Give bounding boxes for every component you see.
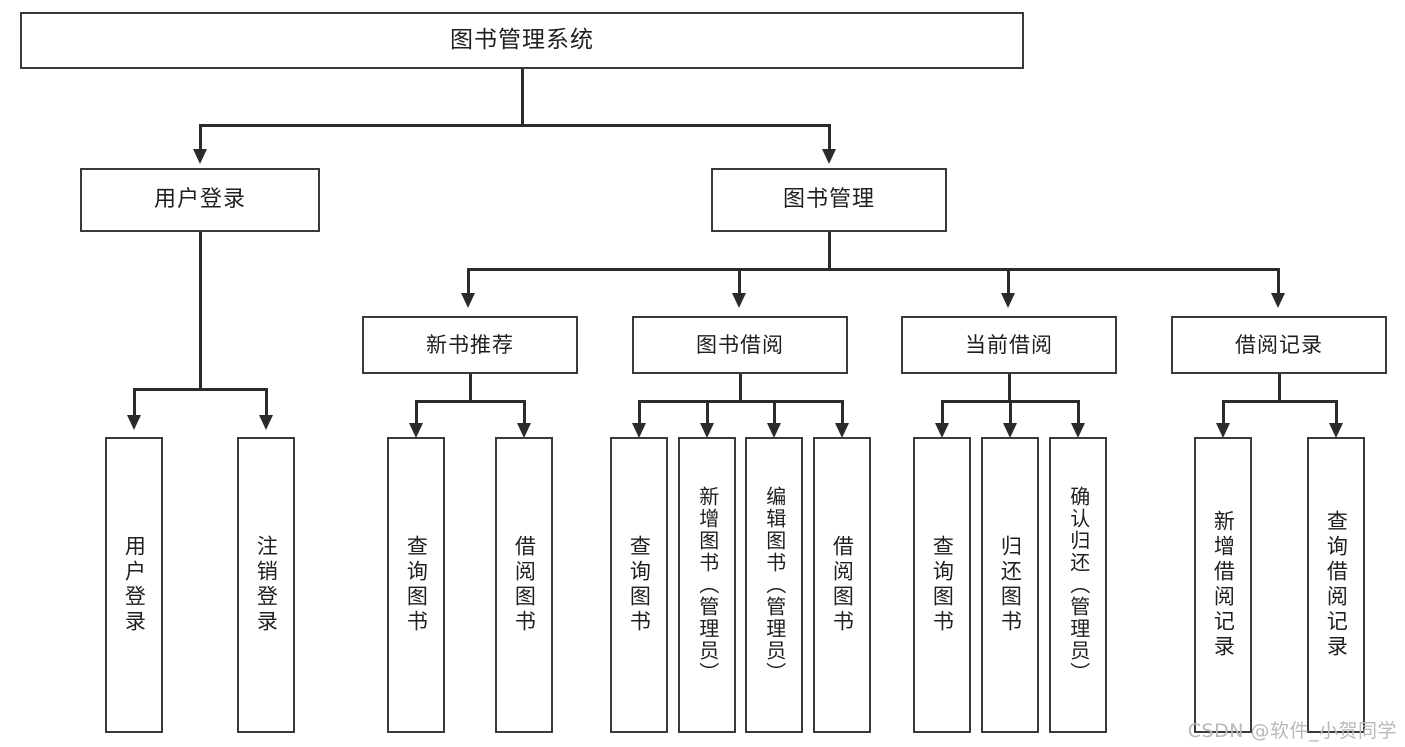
- arrow-to-leaf-edit-book: [767, 423, 781, 438]
- node-book-management[interactable]: 图书管理: [711, 168, 947, 232]
- node-root-book-management-system[interactable]: 图书管理系统: [20, 12, 1024, 69]
- node-label: 用户登录: [153, 187, 246, 213]
- leaf-borrow-book[interactable]: 借阅图书: [813, 437, 871, 733]
- node-label: 借阅图书: [830, 535, 855, 635]
- node-label: 确认归还（管理员）: [1066, 486, 1091, 684]
- connector-book-borrow-drop-2: [706, 400, 709, 423]
- node-new-book-recommend[interactable]: 新书推荐: [362, 316, 578, 374]
- connector-new-book-drop-2: [523, 400, 526, 423]
- arrow-to-new-book-recommend: [461, 293, 475, 308]
- node-borrow-record[interactable]: 借阅记录: [1171, 316, 1387, 374]
- node-label: 新增图书（管理员）: [695, 486, 720, 684]
- connector-current-borrow-drop-2: [1009, 400, 1012, 423]
- arrow-to-borrow-record: [1271, 293, 1285, 308]
- connector-borrow-record-bus: [1222, 400, 1337, 403]
- connector-level2-drop-1: [467, 268, 470, 293]
- leaf-add-borrow-record[interactable]: 新增借阅记录: [1194, 437, 1252, 733]
- connector-new-book-bus: [415, 400, 525, 403]
- arrow-to-leaf-logout: [259, 415, 273, 430]
- leaf-return-book[interactable]: 归还图书: [981, 437, 1039, 733]
- node-book-borrow[interactable]: 图书借阅: [632, 316, 848, 374]
- node-label: 新书推荐: [426, 332, 514, 357]
- arrow-to-leaf-borrow-book-2: [835, 423, 849, 438]
- leaf-query-book-recommend[interactable]: 查询图书: [387, 437, 445, 733]
- connector-level2-drop-3: [1007, 268, 1010, 293]
- node-current-borrow[interactable]: 当前借阅: [901, 316, 1117, 374]
- connector-borrow-record-drop-1: [1222, 400, 1225, 423]
- arrow-to-leaf-add-book: [700, 423, 714, 438]
- node-label: 归还图书: [998, 535, 1023, 635]
- connector-user-login-stem: [199, 232, 202, 390]
- connector-level2-bus: [467, 268, 1279, 271]
- arrow-to-leaf-add-record: [1216, 423, 1230, 438]
- arrow-to-book-management: [822, 149, 836, 164]
- connector-book-borrow-drop-4: [841, 400, 844, 423]
- connector-new-book-drop-1: [415, 400, 418, 423]
- connector-new-book-stem: [469, 374, 472, 402]
- connector-book-management-stem: [828, 232, 831, 270]
- node-label: 当前借阅: [965, 332, 1053, 357]
- arrow-to-book-borrow: [732, 293, 746, 308]
- leaf-query-book-current[interactable]: 查询图书: [913, 437, 971, 733]
- arrow-to-leaf-query-book-3: [935, 423, 949, 438]
- connector-book-borrow-bus: [638, 400, 843, 403]
- connector-root-drop-left: [199, 124, 202, 149]
- connector-current-borrow-stem: [1008, 374, 1011, 402]
- node-label: 借阅记录: [1235, 332, 1323, 357]
- connector-user-login-drop-2: [265, 388, 268, 415]
- node-user-login[interactable]: 用户登录: [80, 168, 320, 232]
- arrow-to-leaf-borrow-book-1: [517, 423, 531, 438]
- leaf-query-borrow-record[interactable]: 查询借阅记录: [1307, 437, 1365, 733]
- connector-root-stem: [521, 69, 524, 126]
- leaf-edit-book-admin[interactable]: 编辑图书（管理员）: [745, 437, 803, 733]
- connector-book-borrow-drop-1: [638, 400, 641, 423]
- leaf-logout[interactable]: 注销登录: [237, 437, 295, 733]
- leaf-query-book-borrow[interactable]: 查询图书: [610, 437, 668, 733]
- connector-level2-drop-2: [738, 268, 741, 293]
- connector-current-borrow-drop-3: [1077, 400, 1080, 423]
- connector-root-drop-right: [828, 124, 831, 149]
- arrow-to-user-login: [193, 149, 207, 164]
- leaf-user-login[interactable]: 用户登录: [105, 437, 163, 733]
- node-label: 查询图书: [404, 535, 429, 635]
- connector-book-borrow-stem: [739, 374, 742, 402]
- arrow-to-leaf-return-book: [1003, 423, 1017, 438]
- node-label: 查询借阅记录: [1324, 510, 1349, 660]
- node-label: 图书管理系统: [450, 27, 594, 54]
- connector-book-borrow-drop-3: [773, 400, 776, 423]
- node-label: 借阅图书: [512, 535, 537, 635]
- leaf-borrow-book-recommend[interactable]: 借阅图书: [495, 437, 553, 733]
- connector-user-login-drop-1: [133, 388, 136, 415]
- arrow-to-current-borrow: [1001, 293, 1015, 308]
- connector-borrow-record-stem: [1278, 374, 1281, 402]
- arrow-to-leaf-query-book-2: [632, 423, 646, 438]
- connector-level2-drop-4: [1277, 268, 1280, 293]
- node-label: 查询图书: [627, 535, 652, 635]
- node-label: 注销登录: [254, 535, 279, 635]
- arrow-to-leaf-query-book-1: [409, 423, 423, 438]
- arrow-to-leaf-user-login: [127, 415, 141, 430]
- node-label: 图书借阅: [696, 332, 784, 357]
- node-label: 查询图书: [930, 535, 955, 635]
- connector-user-login-bus: [133, 388, 267, 391]
- node-label: 用户登录: [122, 535, 147, 635]
- node-label: 图书管理: [782, 187, 875, 213]
- connector-root-bus: [199, 124, 830, 127]
- leaf-add-book-admin[interactable]: 新增图书（管理员）: [678, 437, 736, 733]
- arrow-to-leaf-confirm-return: [1071, 423, 1085, 438]
- node-label: 编辑图书（管理员）: [762, 486, 787, 684]
- arrow-to-leaf-query-record: [1329, 423, 1343, 438]
- node-label: 新增借阅记录: [1211, 510, 1236, 660]
- connector-borrow-record-drop-2: [1335, 400, 1338, 423]
- connector-current-borrow-drop-1: [941, 400, 944, 423]
- leaf-confirm-return-admin[interactable]: 确认归还（管理员）: [1049, 437, 1107, 733]
